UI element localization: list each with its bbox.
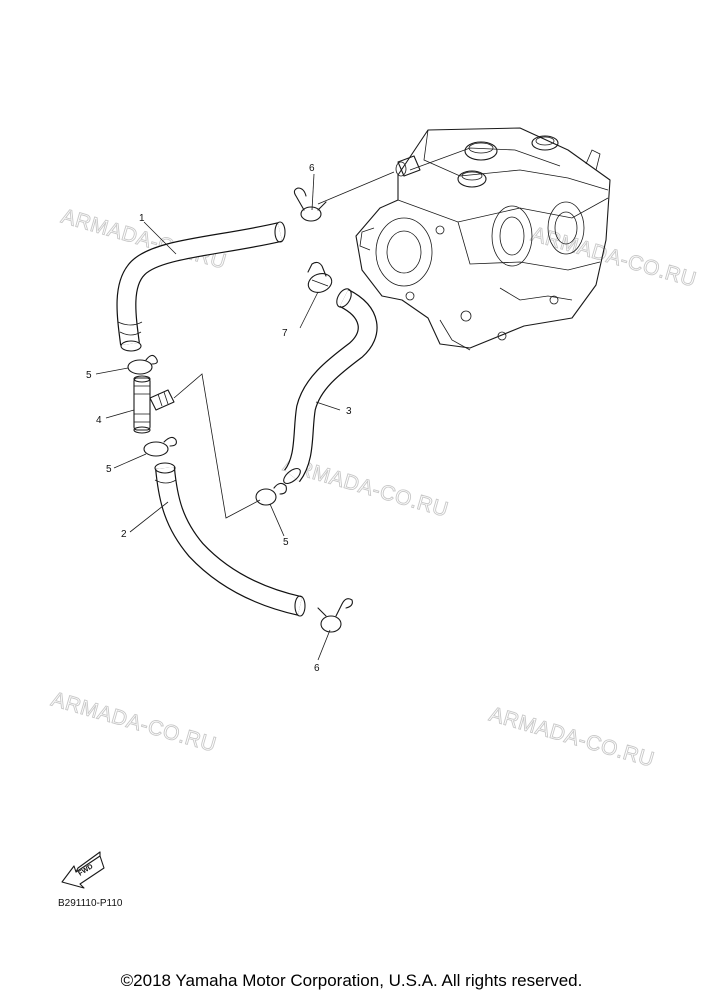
leader-lines: [95, 171, 395, 661]
copyright-notice: ©2018 Yamaha Motor Corporation, U.S.A. A…: [120, 971, 583, 990]
fwd-arrow-icon: FWD: [61, 851, 105, 889]
clamp-6: [300, 206, 322, 222]
callouts: 1 2 3 4 5 5 5 6 6 7: [86, 163, 352, 674]
clamps: [127, 187, 353, 633]
callout-6: 6: [309, 163, 315, 174]
callout-1: 1: [139, 213, 145, 224]
diagram-code: B291110-P110: [58, 898, 123, 909]
callout-5: 5: [86, 370, 92, 381]
callout-2: 2: [121, 529, 127, 540]
cylinder-head: [355, 127, 611, 351]
tee-joint-4: [133, 375, 175, 434]
callout-4: 4: [96, 415, 102, 426]
hose-1: [116, 221, 286, 352]
callout-3: 3: [346, 406, 352, 417]
hose-2: [154, 462, 306, 617]
clamp-5: [255, 488, 277, 506]
watermark: ARMADA-CO.RU: [529, 223, 699, 292]
clamp-5: [143, 441, 169, 457]
hose-3: [283, 288, 378, 485]
callout-6: 6: [314, 663, 320, 674]
watermark: ARMADA-CO.RU: [49, 688, 219, 757]
callout-7: 7: [282, 328, 288, 339]
watermarks: ARMADA-CO.RU ARMADA-CO.RU ARMADA-CO.RU A…: [48, 204, 699, 772]
watermark: ARMADA-CO.RU: [487, 703, 657, 772]
clamp-6: [320, 615, 342, 633]
callout-5: 5: [106, 464, 112, 475]
callout-5: 5: [283, 537, 289, 548]
clip-7: [307, 273, 333, 293]
clamp-5: [127, 359, 153, 375]
